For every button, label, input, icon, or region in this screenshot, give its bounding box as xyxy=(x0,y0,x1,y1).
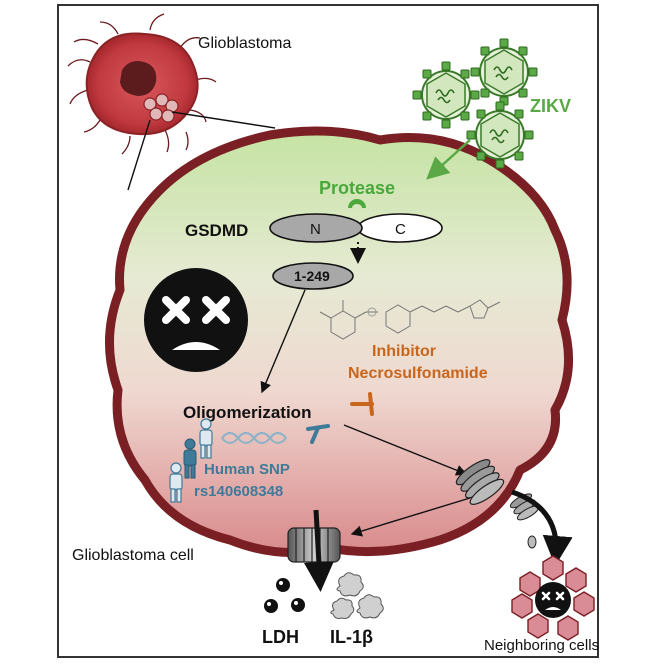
n-domain-label: N xyxy=(310,221,321,238)
dead-face-icon xyxy=(535,582,571,618)
il1b-label: IL-1β xyxy=(330,627,373,647)
glioblastoma-tumor xyxy=(67,13,217,155)
dna-helix-icon xyxy=(221,431,287,445)
zikv-label: ZIKV xyxy=(530,96,571,116)
zoom-line-left xyxy=(127,119,151,191)
gsdmd-n-domain xyxy=(269,213,363,243)
protease-icon xyxy=(348,199,366,208)
protease-label: Protease xyxy=(319,178,395,198)
fragment-1-249 xyxy=(272,262,354,290)
release-arrow xyxy=(303,509,334,592)
glioblastoma-cell xyxy=(104,126,574,557)
ldh-label: LDH xyxy=(262,627,299,647)
virus-icon xyxy=(466,101,534,169)
gasdermin-pore-icon xyxy=(287,527,341,563)
human-snp-label: Human SNP xyxy=(204,461,290,478)
zoom-line-right xyxy=(171,111,276,129)
pore-arrow-left xyxy=(350,497,471,537)
snp-id-label: rs140608348 xyxy=(194,483,283,500)
neighboring-cells-cluster xyxy=(511,555,595,641)
neighboring-cells-label: Neighboring cells xyxy=(484,637,599,654)
gsdmd-fragment xyxy=(527,535,537,549)
inhibitor-label: Inhibitor xyxy=(372,343,436,360)
ldh-molecules xyxy=(264,578,305,613)
spread-arrow xyxy=(511,489,573,566)
fragment-label: 1-249 xyxy=(294,268,330,284)
glioblastoma-label: Glioblastoma xyxy=(198,35,291,52)
necrosulfonamide-label: Necrosulfonamide xyxy=(348,365,488,382)
infection-arrow xyxy=(426,139,471,180)
glioblastoma-cell-label: Glioblastoma cell xyxy=(72,547,194,564)
gasdermin-pore-icon xyxy=(455,459,505,505)
oligomerization-label: Oligomerization xyxy=(183,403,311,422)
oligomerization-arrow xyxy=(260,289,306,394)
snp-inhibition-mark xyxy=(306,424,330,444)
molecule-structure xyxy=(319,299,501,340)
virus-icon xyxy=(470,38,538,106)
dead-face-icon xyxy=(144,268,248,372)
pore-arrow-right xyxy=(343,424,468,476)
c-domain-label: C xyxy=(395,221,406,238)
gsdmd-label: GSDMD xyxy=(185,221,248,240)
virus-icon xyxy=(412,61,480,129)
il1b-molecules xyxy=(330,572,384,619)
inhibition-mark xyxy=(350,392,374,416)
